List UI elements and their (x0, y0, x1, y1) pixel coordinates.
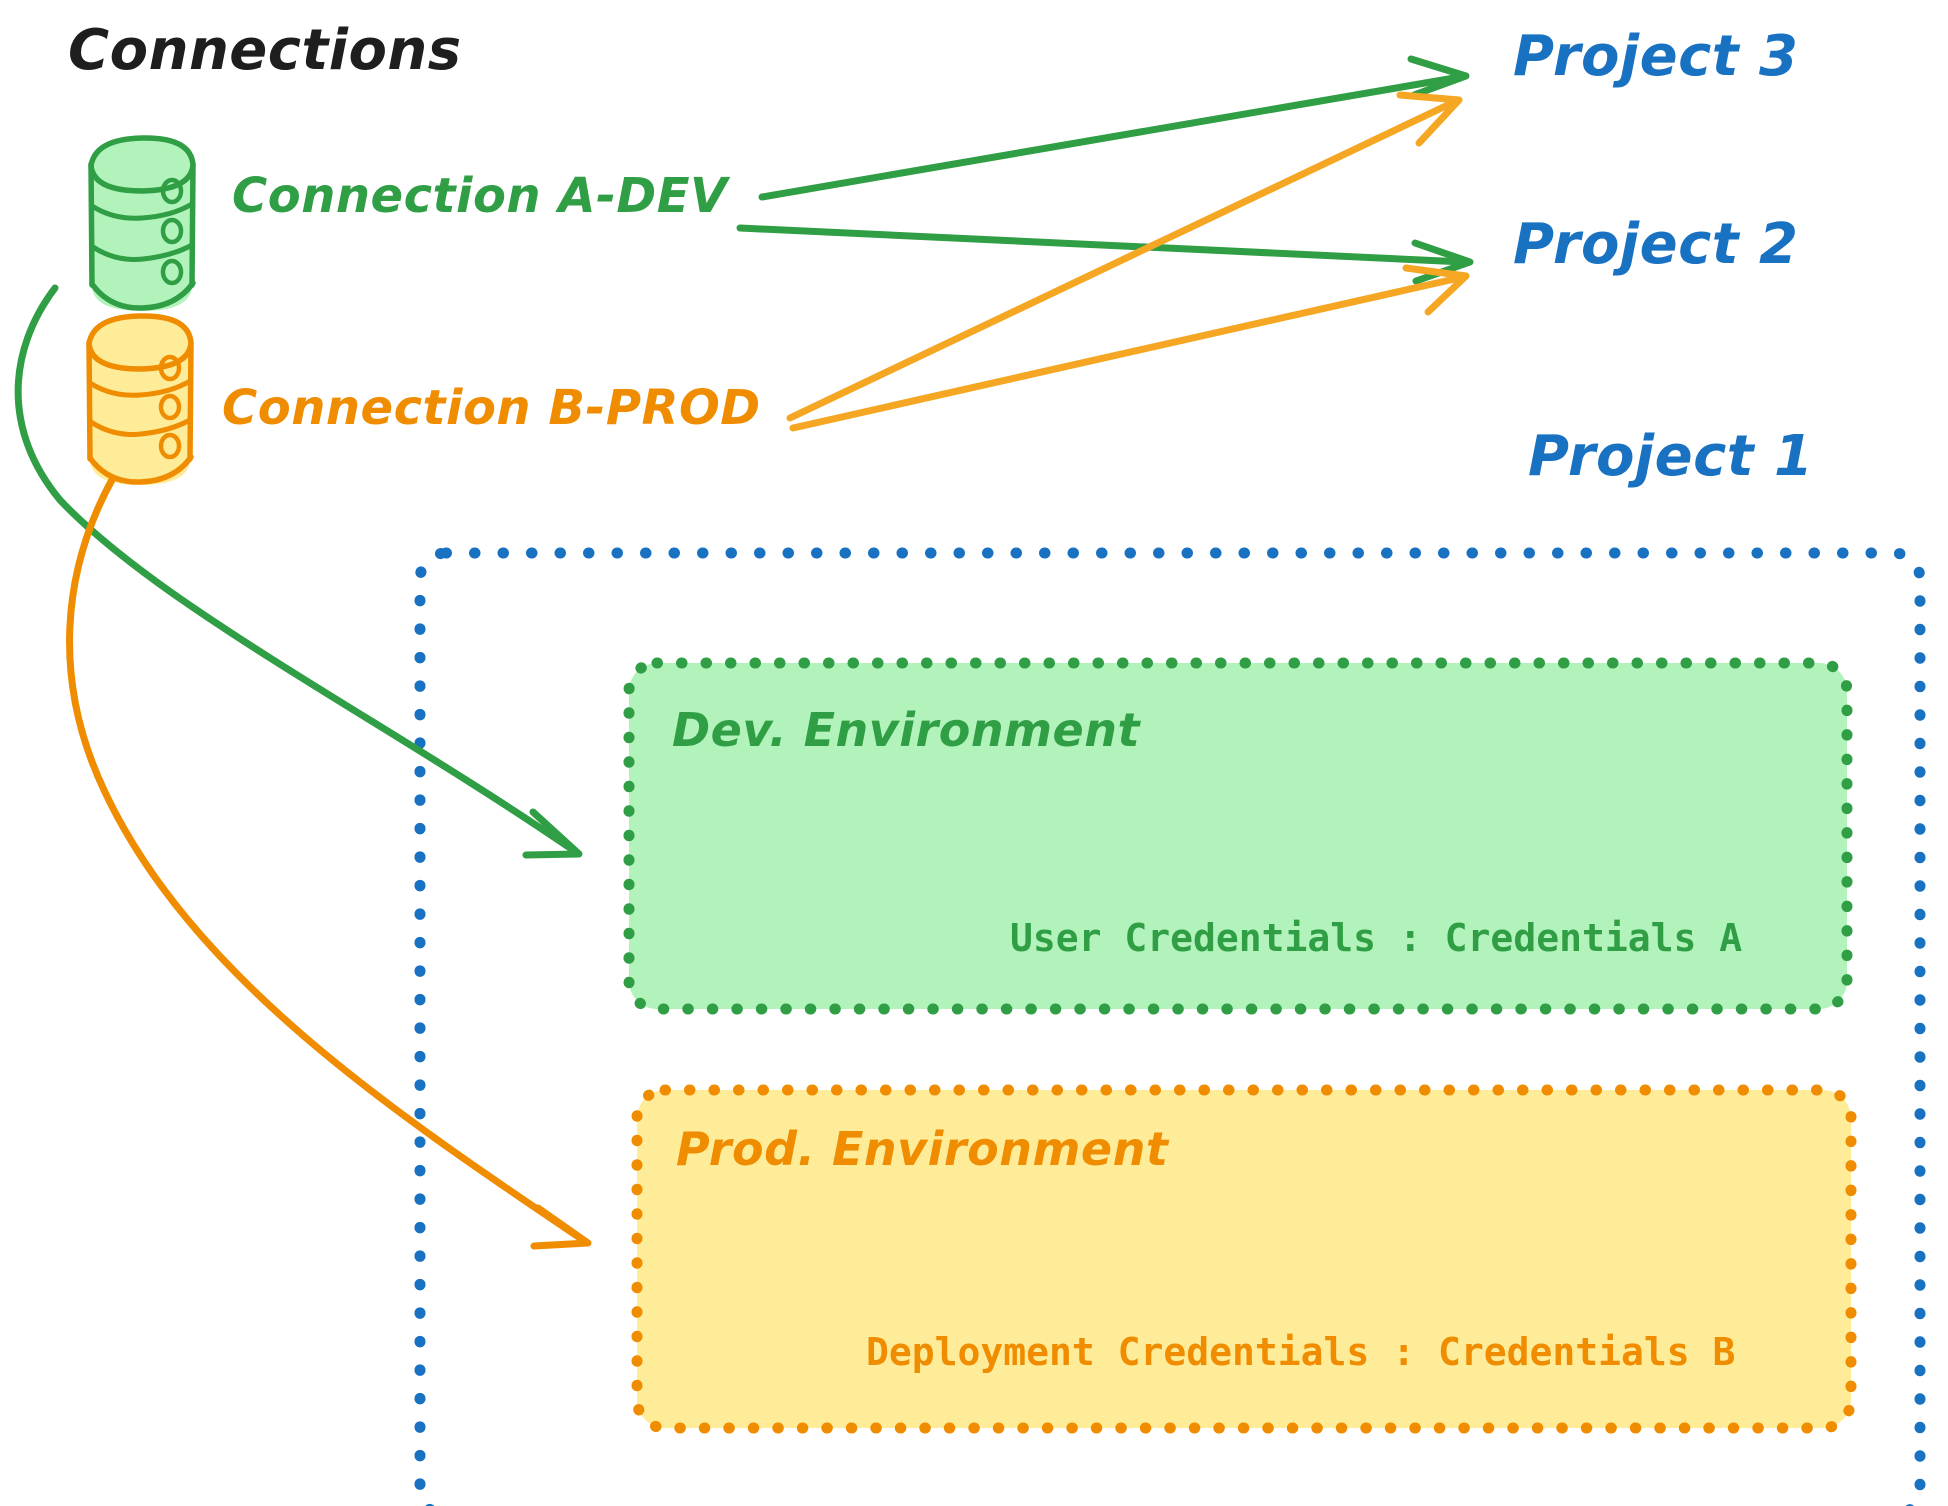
edge-a-dev-to-dev-environment (14, 284, 583, 859)
dev-environment-credentials: User Credentials : Credentials A (1010, 916, 1743, 960)
edge-b-prod-to-prod-environment (66, 474, 592, 1250)
database-icon-connection-a-dev[interactable] (88, 135, 196, 311)
project-2-label[interactable]: Project 2 (1513, 212, 1799, 277)
prod-environment-credentials: Deployment Credentials : Credentials B (866, 1330, 1736, 1374)
page-title: Connections (68, 18, 462, 83)
project-1-container (414, 547, 1926, 1506)
edge-a-dev-to-project-3 (758, 55, 1470, 201)
edge-b-prod-to-project-2 (789, 264, 1470, 432)
edge-a-dev-to-project-2 (736, 224, 1474, 285)
database-icon-connection-b-prod[interactable] (86, 313, 194, 485)
dev-environment-title: Dev. Environment (672, 703, 1140, 757)
project-1-label[interactable]: Project 1 (1528, 424, 1814, 489)
project-3-label[interactable]: Project 3 (1513, 24, 1799, 89)
prod-environment-box[interactable] (631, 1084, 1857, 1434)
connection-b-prod-label[interactable]: Connection B-PROD (222, 380, 761, 436)
connection-a-dev-label[interactable]: Connection A-DEV (232, 168, 728, 224)
dev-environment-box[interactable] (623, 657, 1853, 1015)
edge-b-prod-to-project-3 (786, 91, 1463, 422)
prod-environment-title: Prod. Environment (676, 1122, 1169, 1176)
